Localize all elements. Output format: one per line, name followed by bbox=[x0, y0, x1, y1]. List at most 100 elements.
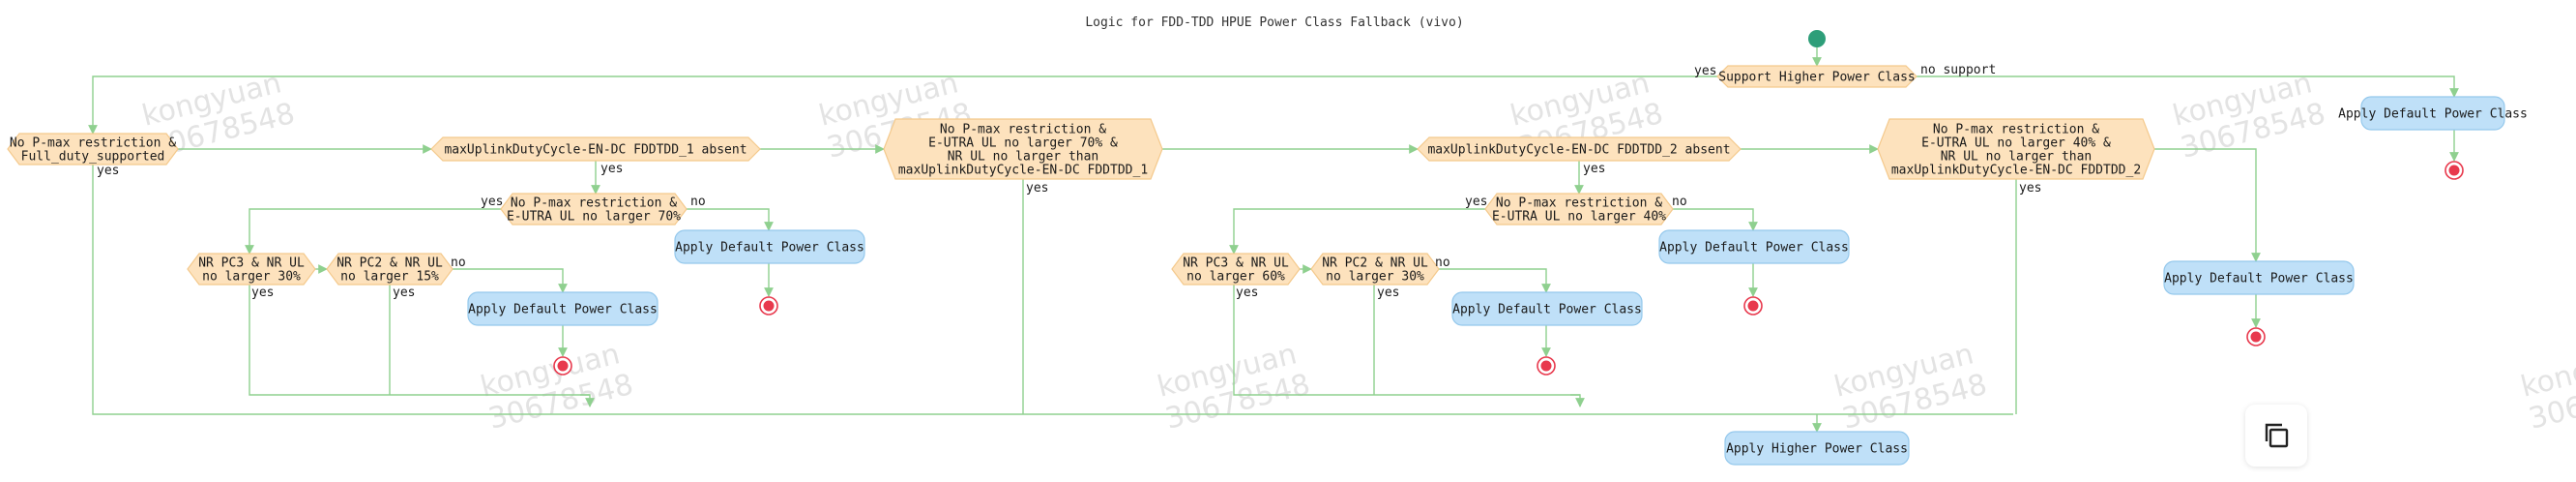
node-text: No P-max restriction & bbox=[1933, 123, 2099, 137]
node-text: NR UL no larger than bbox=[948, 150, 1099, 165]
node-text: Support Higher Power Class bbox=[1718, 71, 1916, 85]
edge-label-full-duty-yes: yes bbox=[97, 164, 119, 178]
edge-label-pc2-30-yes: yes bbox=[1377, 286, 1399, 300]
edge-label-eutra40-no: no bbox=[1672, 195, 1687, 209]
action-shape bbox=[2163, 260, 2355, 295]
decision-shape bbox=[500, 193, 688, 226]
edge-label-eutra70-yes: yes bbox=[481, 195, 503, 209]
edge-label-eutra40-yes: yes bbox=[1465, 195, 1487, 209]
node-text: maxUplinkDutyCycle-EN-DC FDDTDD_2 bbox=[1891, 164, 2141, 178]
node-text: E-UTRA UL no larger 70% & bbox=[928, 136, 1118, 151]
node-text: Apply Default Power Class bbox=[2164, 272, 2354, 286]
node-end-b2 bbox=[1537, 356, 1556, 376]
node-full-duty: No P-max restriction &Full_duty_supporte… bbox=[7, 133, 179, 166]
decision-shape bbox=[1171, 253, 1301, 286]
node-end-right bbox=[2246, 327, 2266, 346]
end-node-core bbox=[1747, 300, 1759, 312]
node-text: NR UL no larger than bbox=[1941, 150, 2093, 165]
edge-label-pc3-60-yes: yes bbox=[1236, 286, 1258, 300]
action-shape bbox=[2360, 96, 2505, 131]
decision-shape bbox=[326, 253, 454, 286]
node-default-top: Apply Default Power Class bbox=[2338, 96, 2528, 131]
node-text: maxUplinkDutyCycle-EN-DC FDDTDD_1 bbox=[898, 164, 1148, 178]
flow-edge bbox=[88, 75, 1717, 135]
edge-label-pc2-15-no: no bbox=[451, 256, 466, 270]
node-text: E-UTRA UL no larger 40% bbox=[1492, 210, 1666, 225]
action-shape bbox=[1724, 431, 1910, 466]
node-text: Apply Default Power Class bbox=[1659, 241, 1849, 256]
flow-edge bbox=[687, 208, 774, 231]
node-text: E-UTRA UL no larger 40% & bbox=[1921, 136, 2111, 151]
node-mudc1-absent: maxUplinkDutyCycle-EN-DC FDDTDD_1 absent bbox=[430, 136, 761, 162]
node-eutra40: No P-max restriction &E-UTRA UL no large… bbox=[1484, 193, 1674, 226]
flow-edge bbox=[453, 268, 568, 293]
flow-edge bbox=[1917, 75, 2459, 98]
end-node-core bbox=[2250, 331, 2262, 343]
edge-layer bbox=[88, 46, 2459, 433]
edge-label-mudc1-yes: yes bbox=[600, 162, 623, 176]
node-text: E-UTRA UL no larger 70% bbox=[507, 210, 681, 225]
node-text: No P-max restriction & bbox=[1496, 196, 1662, 211]
decision-shape bbox=[1484, 193, 1674, 226]
node-end-b1 bbox=[1743, 296, 1763, 316]
node-text: Full_duty_supported bbox=[21, 150, 165, 165]
node-cond-70: No P-max restriction &E-UTRA UL no large… bbox=[883, 118, 1163, 180]
edge-label-layer: yes no support yes yes yes no yes yes ye… bbox=[97, 63, 2041, 300]
edge-label-pc3-30-yes: yes bbox=[251, 286, 274, 300]
edge-label-support-no: no support bbox=[1920, 63, 1996, 77]
node-default-b1: Apply Default Power Class bbox=[1658, 229, 1850, 264]
decision-shape bbox=[1716, 65, 1917, 88]
end-node-core bbox=[2448, 165, 2460, 176]
flow-edge bbox=[2154, 148, 2261, 262]
node-text: No P-max restriction & bbox=[940, 123, 1106, 137]
node-text: NR PC2 & NR UL bbox=[1322, 256, 1428, 271]
node-text: No P-max restriction & bbox=[511, 196, 677, 211]
node-text: no larger 30% bbox=[1326, 270, 1424, 285]
end-node-core bbox=[557, 360, 569, 372]
flow-edge bbox=[1229, 208, 1485, 255]
copy-button[interactable] bbox=[2245, 405, 2307, 467]
flow-edge bbox=[1673, 208, 1758, 231]
edge-label-pc2-15-yes: yes bbox=[393, 286, 415, 300]
node-default-a1: Apply Default Power Class bbox=[674, 229, 865, 264]
node-text: Apply Default Power Class bbox=[675, 241, 864, 256]
node-default-b2: Apply Default Power Class bbox=[1451, 291, 1643, 326]
node-end-a2 bbox=[553, 356, 572, 376]
node-end-a1 bbox=[759, 296, 778, 316]
node-mudc2-absent: maxUplinkDutyCycle-EN-DC FDDTDD_2 absent bbox=[1417, 136, 1742, 162]
decision-shape bbox=[883, 118, 1163, 180]
edge-label-cond40-yes: yes bbox=[2019, 181, 2041, 196]
node-text: NR PC3 & NR UL bbox=[1183, 256, 1289, 271]
flow-edge bbox=[1233, 285, 1580, 396]
copy-icon bbox=[2265, 423, 2289, 448]
edge-label-eutra70-no: no bbox=[690, 195, 706, 209]
flow-edge bbox=[580, 394, 595, 407]
node-text: No P-max restriction & bbox=[10, 136, 176, 151]
end-node-core bbox=[763, 300, 775, 312]
flow-edge bbox=[249, 285, 590, 396]
node-text: no larger 30% bbox=[202, 270, 301, 285]
node-text: NR PC2 & NR UL bbox=[337, 256, 443, 271]
decision-shape bbox=[1417, 136, 1742, 162]
edge-label-pc2-30-no: no bbox=[1435, 256, 1450, 270]
action-shape bbox=[467, 291, 659, 326]
decision-shape bbox=[430, 136, 761, 162]
node-apply-hpc: Apply Higher Power Class bbox=[1724, 431, 1910, 466]
decision-shape bbox=[1310, 253, 1440, 286]
node-default-a2: Apply Default Power Class bbox=[467, 291, 659, 326]
decision-shape bbox=[187, 253, 316, 286]
node-cond-40: No P-max restriction &E-UTRA UL no large… bbox=[1877, 118, 2155, 180]
flow-edge bbox=[245, 208, 501, 255]
flow-edge bbox=[1439, 268, 1551, 293]
end-node-core bbox=[1540, 360, 1552, 372]
decision-shape bbox=[7, 133, 179, 166]
node-text: maxUplinkDutyCycle-EN-DC FDDTDD_1 absent bbox=[444, 143, 746, 158]
node-support-hpc: Support Higher Power Class bbox=[1716, 65, 1917, 88]
flow-edge bbox=[1570, 394, 1585, 407]
flow-edge bbox=[92, 165, 2013, 415]
